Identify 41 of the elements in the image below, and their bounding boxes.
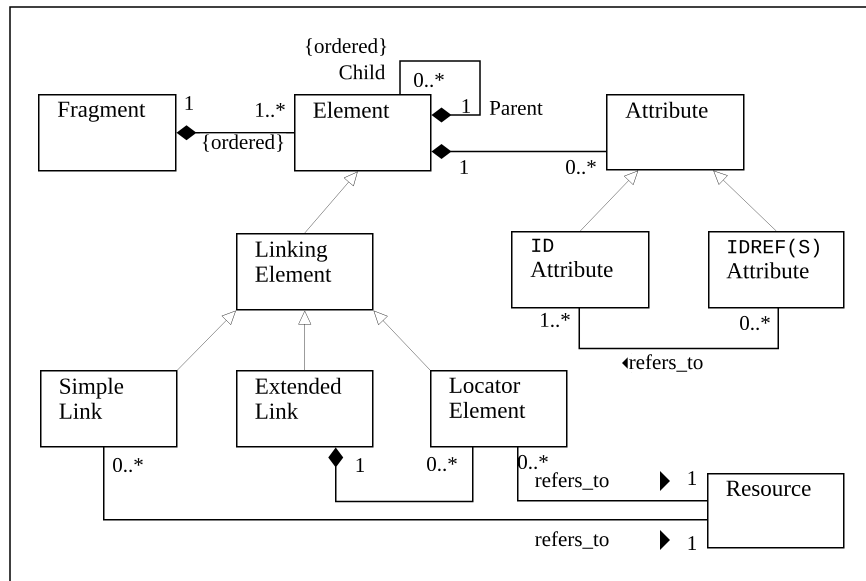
multiplicity-label: 0..*	[414, 72, 444, 88]
multiplicity-label: 1	[688, 536, 696, 550]
edge-label: refers_to	[534, 530, 610, 550]
multiplicity-label: 0..*	[518, 454, 548, 470]
multiplicity-label: 1..*	[256, 102, 285, 118]
multiplicity-label: 1	[688, 471, 696, 485]
edge-label: {ordered}	[200, 133, 286, 153]
multiplicity-label: 1	[356, 458, 364, 472]
edge-label: refers_to	[628, 353, 704, 373]
generalization-arrow	[304, 172, 358, 234]
multiplicity-label: {ordered}	[306, 38, 386, 56]
multiplicity-label: 1..*	[541, 312, 570, 328]
generalization-arrow	[713, 170, 776, 232]
multiplicity-label: 0..*	[566, 160, 596, 174]
class-box: Locator Element	[430, 370, 568, 448]
class-box: ID Attribute	[511, 231, 650, 308]
multiplicity-label: Child	[340, 64, 386, 80]
generalization-arrow	[177, 310, 236, 370]
multiplicity-label: 0..*	[427, 456, 457, 472]
class-box: Simple Link	[40, 370, 178, 448]
association-line	[103, 448, 707, 520]
class-box: Resource	[707, 473, 845, 548]
edge-label: refers_to	[534, 471, 610, 491]
multiplicity-label: 1	[460, 160, 468, 174]
class-box: Attribute	[606, 94, 744, 170]
multiplicity-label: 0..*	[740, 316, 770, 330]
class-box: IDREF(S) Attribute	[708, 231, 845, 308]
generalization-arrow	[298, 310, 312, 370]
class-box: Linking Element	[236, 233, 374, 310]
generalization-arrow	[580, 170, 638, 232]
multiplicity-label: 1	[462, 99, 470, 113]
multiplicity-label: Parent	[490, 101, 543, 115]
association-line	[578, 308, 779, 350]
multiplicity-label: 0..*	[113, 458, 143, 472]
class-box: Element	[294, 94, 432, 172]
class-box: Fragment	[38, 94, 176, 172]
composition-line	[399, 60, 481, 122]
class-box: Extended Link	[236, 370, 374, 448]
composition-line	[328, 448, 474, 502]
association-line	[517, 448, 707, 502]
generalization-arrow	[374, 310, 430, 370]
